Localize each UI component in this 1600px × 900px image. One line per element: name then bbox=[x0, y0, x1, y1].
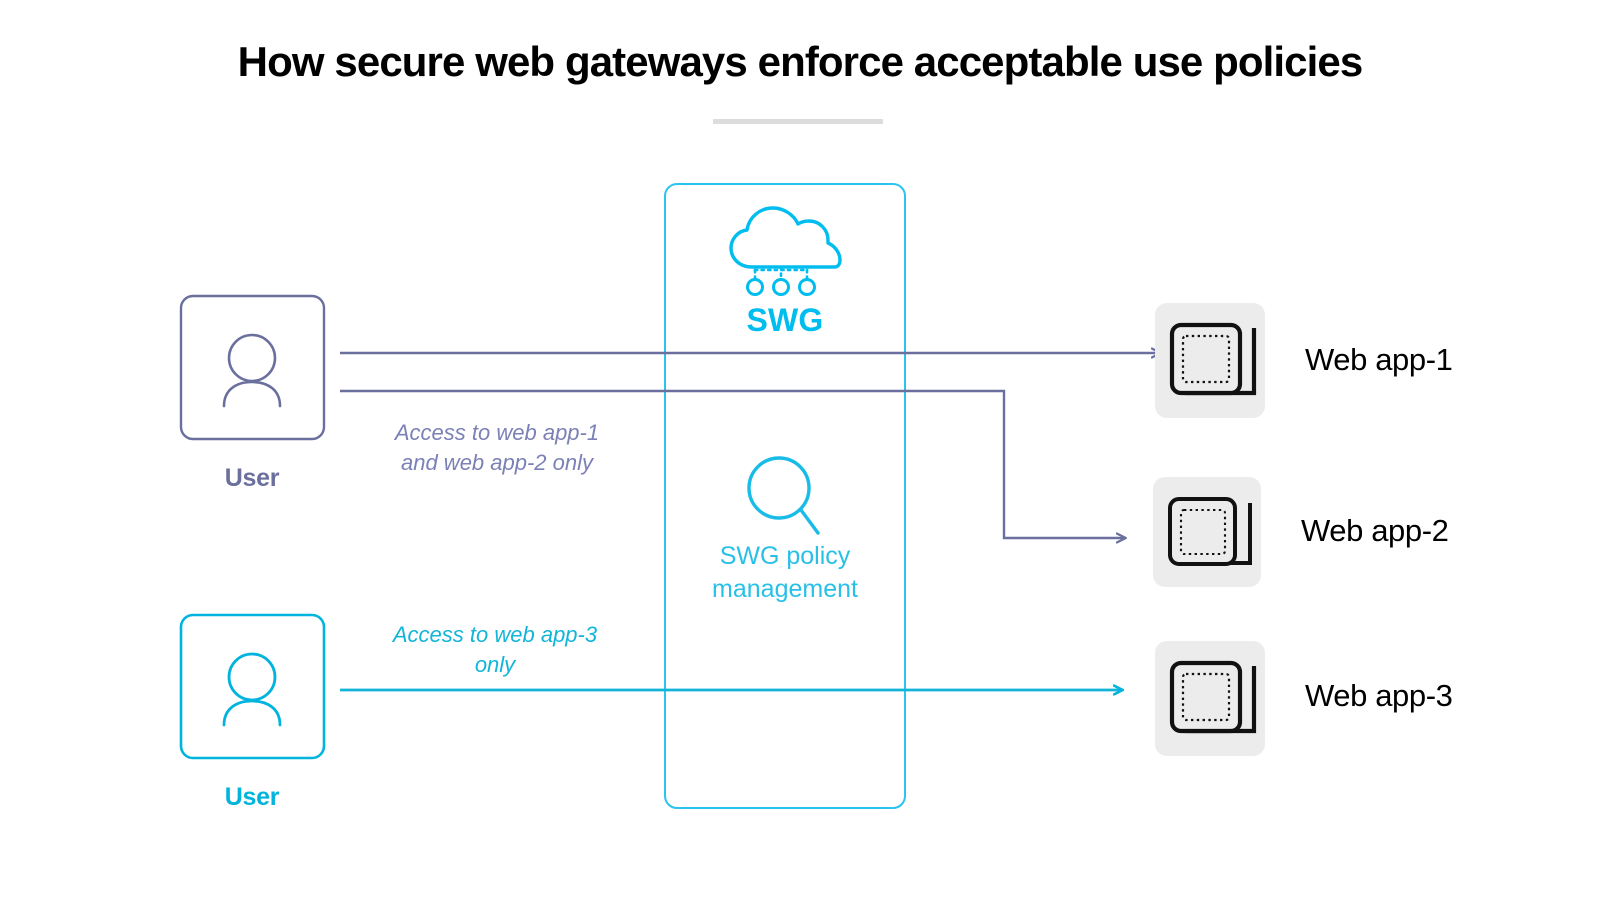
swg-container-box bbox=[664, 183, 906, 809]
cloud-nodes-icon bbox=[729, 206, 842, 269]
page-title: How secure web gateways enforce acceptab… bbox=[237, 38, 1364, 85]
user-icon bbox=[222, 652, 282, 727]
flow-line-to-app-2 bbox=[340, 389, 1125, 538]
flow-top-label-line2: and web app-2 only bbox=[400, 450, 594, 475]
flow-bottom-label: Access to web app-3 only bbox=[330, 620, 660, 680]
swg-policy-label: SWG policy management bbox=[635, 540, 935, 606]
cloud-node-circles bbox=[746, 278, 816, 296]
swg-label: SWG bbox=[746, 302, 824, 338]
title-divider bbox=[713, 119, 883, 124]
user-bottom-label: User bbox=[224, 783, 280, 811]
app-tile-web-app-3[interactable] bbox=[1155, 641, 1265, 756]
flow-bottom-label-line2: only bbox=[474, 652, 516, 677]
user-top-box[interactable] bbox=[179, 294, 326, 441]
user-icon bbox=[222, 333, 282, 408]
swg-policy-label-line2: management bbox=[712, 575, 858, 603]
app-tile-web-app-1[interactable] bbox=[1155, 303, 1265, 418]
app-label-web-app-2: Web app-2 bbox=[1301, 513, 1449, 548]
app-label-web-app-3: Web app-3 bbox=[1305, 678, 1453, 713]
user-top-label: User bbox=[224, 464, 280, 492]
flow-bottom-label-line1: Access to web app-3 bbox=[392, 622, 598, 647]
user-bottom-box[interactable] bbox=[179, 613, 326, 760]
app-tile-web-app-2[interactable] bbox=[1153, 477, 1261, 587]
flow-top-label-line1: Access to web app-1 bbox=[394, 420, 600, 445]
flow-top-label: Access to web app-1 and web app-2 only bbox=[332, 418, 662, 478]
app-label-web-app-1: Web app-1 bbox=[1305, 342, 1453, 377]
magnifier-icon bbox=[747, 456, 820, 535]
swg-policy-label-line1: SWG policy bbox=[719, 542, 851, 570]
